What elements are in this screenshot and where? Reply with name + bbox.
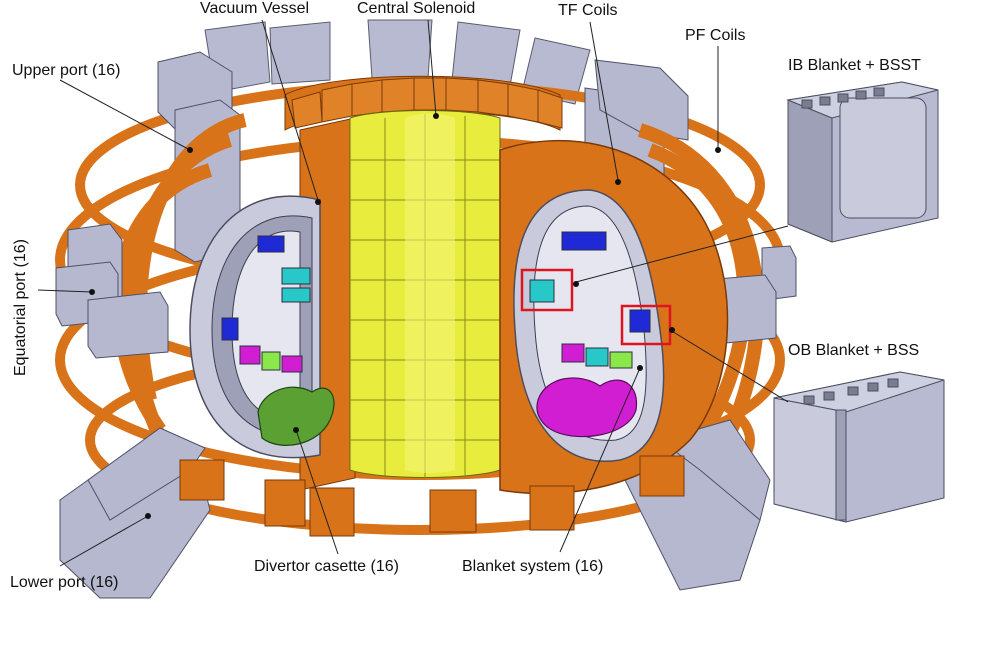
label-ib-blanket: IB Blanket + BSST bbox=[788, 57, 921, 74]
label-central-solenoid: Central Solenoid bbox=[357, 0, 476, 17]
label-equatorial-port: Equatorial port (16) bbox=[12, 239, 29, 376]
leader-lines bbox=[37, 19, 789, 567]
ob-blanket-module bbox=[773, 371, 945, 523]
label-lower-port: Lower port (16) bbox=[10, 574, 119, 591]
right-divertor bbox=[536, 377, 638, 438]
label-upper-port: Upper port (16) bbox=[12, 62, 121, 79]
label-ob-blanket: OB Blanket + BSS bbox=[788, 342, 920, 359]
right-blanket-tiles bbox=[529, 231, 651, 369]
lower-ports bbox=[59, 419, 771, 599]
label-pf-coils: PF Coils bbox=[685, 27, 746, 44]
label-tf-coils: TF Coils bbox=[558, 2, 618, 19]
label-divertor: Divertor casette (16) bbox=[254, 558, 399, 575]
bottom-supports bbox=[179, 455, 685, 537]
top-ring-segments bbox=[291, 77, 563, 129]
blanket-highlight-boxes bbox=[520, 268, 672, 346]
tf-coils-right bbox=[637, 123, 765, 474]
equatorial-ports bbox=[55, 223, 797, 359]
label-blanket-system: Blanket system (16) bbox=[462, 558, 604, 575]
left-blanket-tiles bbox=[221, 235, 311, 373]
leader-dots bbox=[89, 113, 721, 519]
left-divertor bbox=[257, 386, 335, 446]
label-vacuum-vessel: Vacuum Vessel bbox=[200, 0, 310, 17]
central-solenoid-body bbox=[349, 110, 501, 480]
ib-blanket-module bbox=[786, 81, 939, 243]
